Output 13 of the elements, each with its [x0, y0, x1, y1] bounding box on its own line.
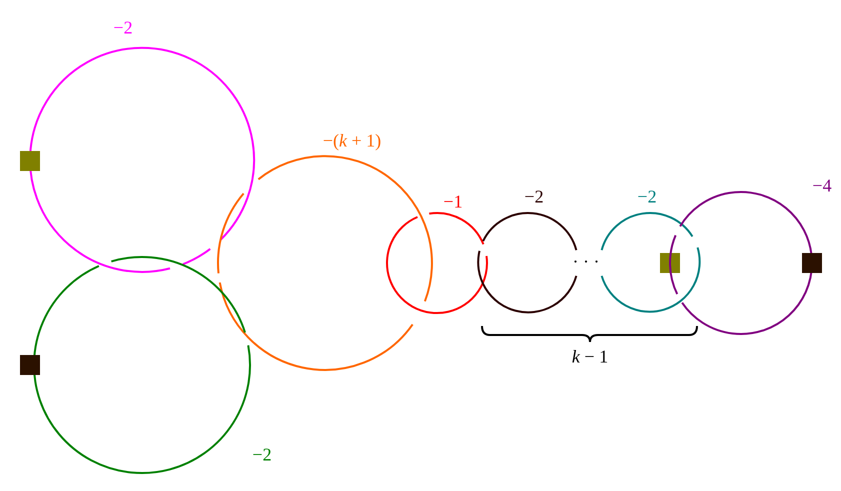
- framing-label: −2: [252, 444, 272, 466]
- ellipsis: · · ·: [572, 252, 600, 272]
- square-marker: [802, 253, 822, 273]
- framing-label: −2: [113, 18, 133, 38]
- framing-label: −1: [443, 192, 463, 212]
- framing-label: −4: [812, 176, 832, 196]
- framing-label: −(k + 1): [322, 130, 382, 152]
- framing-label: −2: [524, 186, 544, 208]
- square-marker: [660, 253, 680, 273]
- framing-label: −2: [637, 186, 657, 208]
- square-marker: [20, 355, 40, 375]
- square-marker: [20, 151, 40, 171]
- brace-label: k − 1: [572, 346, 608, 368]
